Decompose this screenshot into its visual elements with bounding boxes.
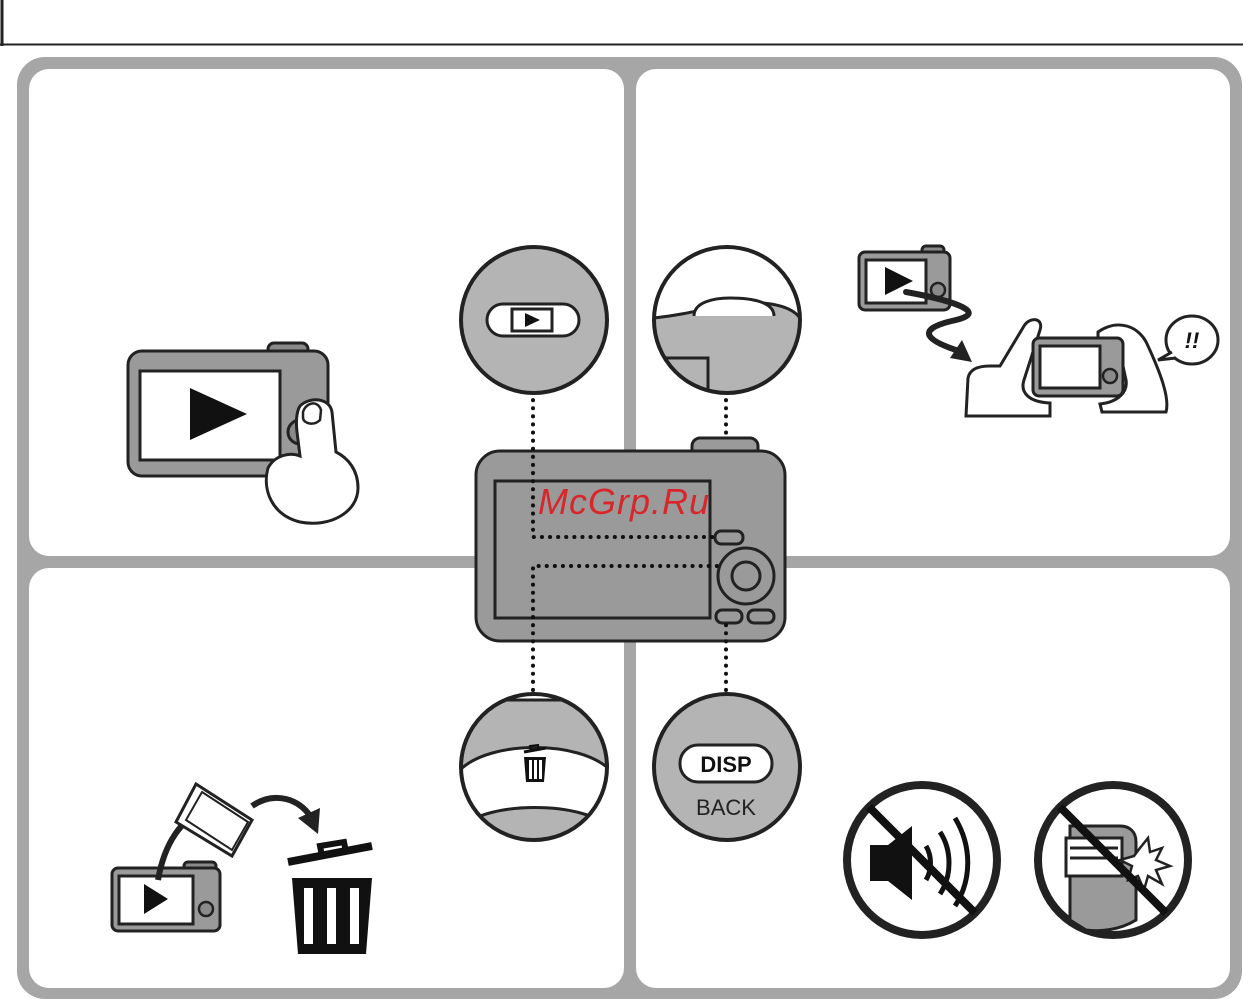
watermark: McGrp.Ru	[538, 481, 710, 522]
disp-back-callout: DISP BACK	[654, 694, 800, 840]
no-sound-icon	[847, 785, 997, 935]
playback-callout	[461, 247, 607, 393]
disp-button	[748, 610, 774, 623]
header-bar	[0, 0, 1243, 46]
delete-button	[716, 610, 742, 623]
playback-button	[715, 531, 743, 544]
back-label: BACK	[696, 795, 756, 820]
shutter-button	[694, 298, 774, 316]
camera-back	[476, 438, 785, 641]
speech-bubble-text: !!	[1185, 328, 1200, 353]
ok-button	[732, 562, 760, 590]
disp-label: DISP	[700, 752, 751, 777]
no-flash-icon	[1038, 785, 1188, 935]
